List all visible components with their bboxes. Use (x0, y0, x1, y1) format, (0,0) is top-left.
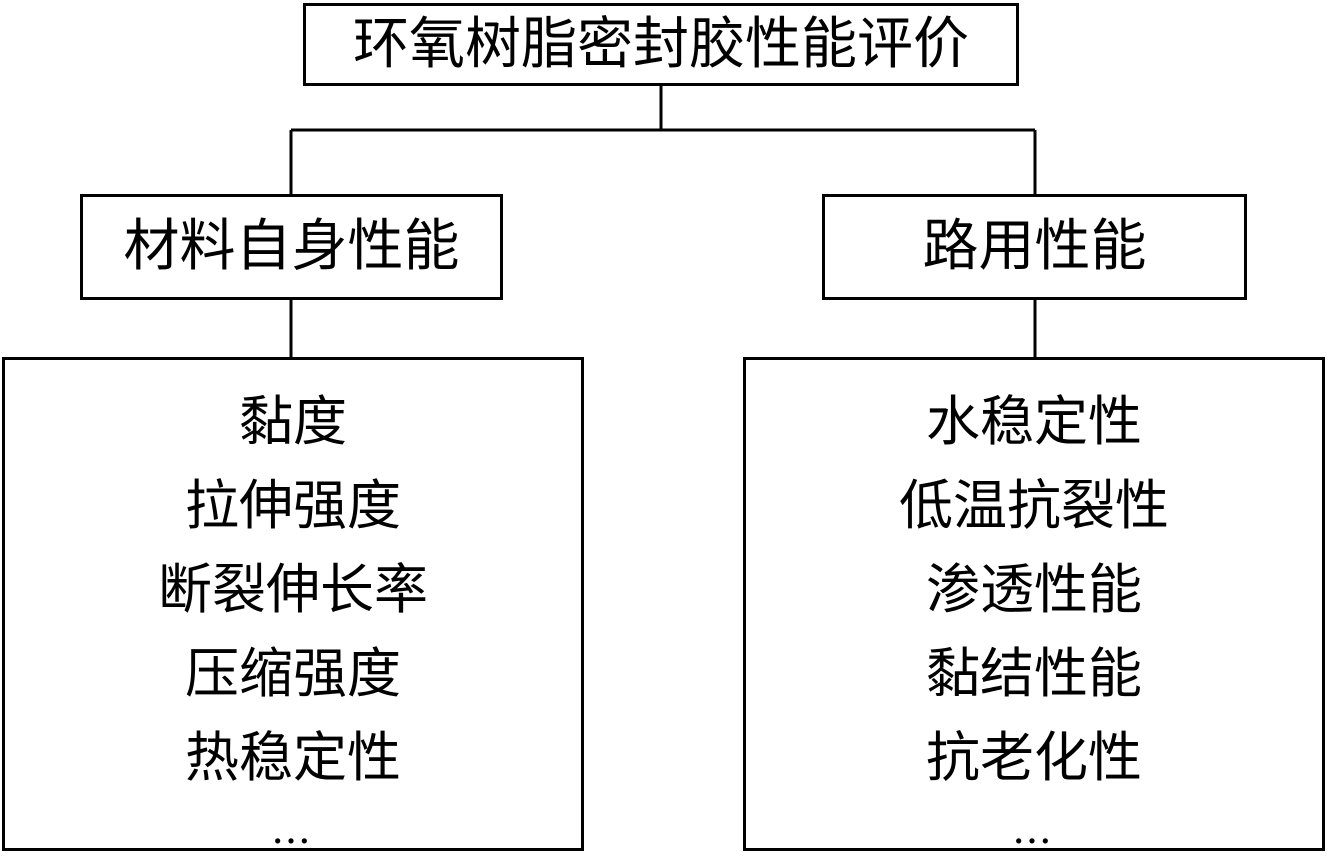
list-item: 抗老化性 (926, 726, 1142, 789)
list-item: 压缩强度 (185, 642, 401, 705)
material-properties-list: 黏度 拉伸强度 断裂伸长率 压缩强度 热稳定性 … (5, 380, 581, 860)
list-item: 黏结性能 (926, 642, 1142, 705)
branch-node-material-properties: 材料自身性能 (80, 194, 503, 300)
branch-node-label: 路用性能 (922, 214, 1147, 279)
root-node: 环氧树脂密封胶性能评价 (303, 3, 1019, 86)
root-node-label: 环氧树脂密封胶性能评价 (353, 11, 969, 77)
road-performance-list: 水稳定性 低温抗裂性 渗透性能 黏结性能 抗老化性 … (746, 380, 1322, 860)
branch-node-label: 材料自身性能 (123, 214, 460, 279)
list-item: 断裂伸长率 (158, 558, 428, 621)
list-item-ellipsis: … (1012, 807, 1056, 853)
road-performance-list-box: 水稳定性 低温抗裂性 渗透性能 黏结性能 抗老化性 … (743, 357, 1325, 853)
list-item: 热稳定性 (185, 726, 401, 789)
list-item: 黏度 (239, 390, 347, 453)
branch-node-road-performance: 路用性能 (822, 194, 1247, 300)
list-item: 水稳定性 (926, 390, 1142, 453)
list-item: 拉伸强度 (185, 474, 401, 537)
list-item: 渗透性能 (926, 558, 1142, 621)
list-item: 低温抗裂性 (899, 474, 1169, 537)
list-item-ellipsis: … (271, 807, 315, 853)
material-properties-list-box: 黏度 拉伸强度 断裂伸长率 压缩强度 热稳定性 … (2, 357, 584, 853)
